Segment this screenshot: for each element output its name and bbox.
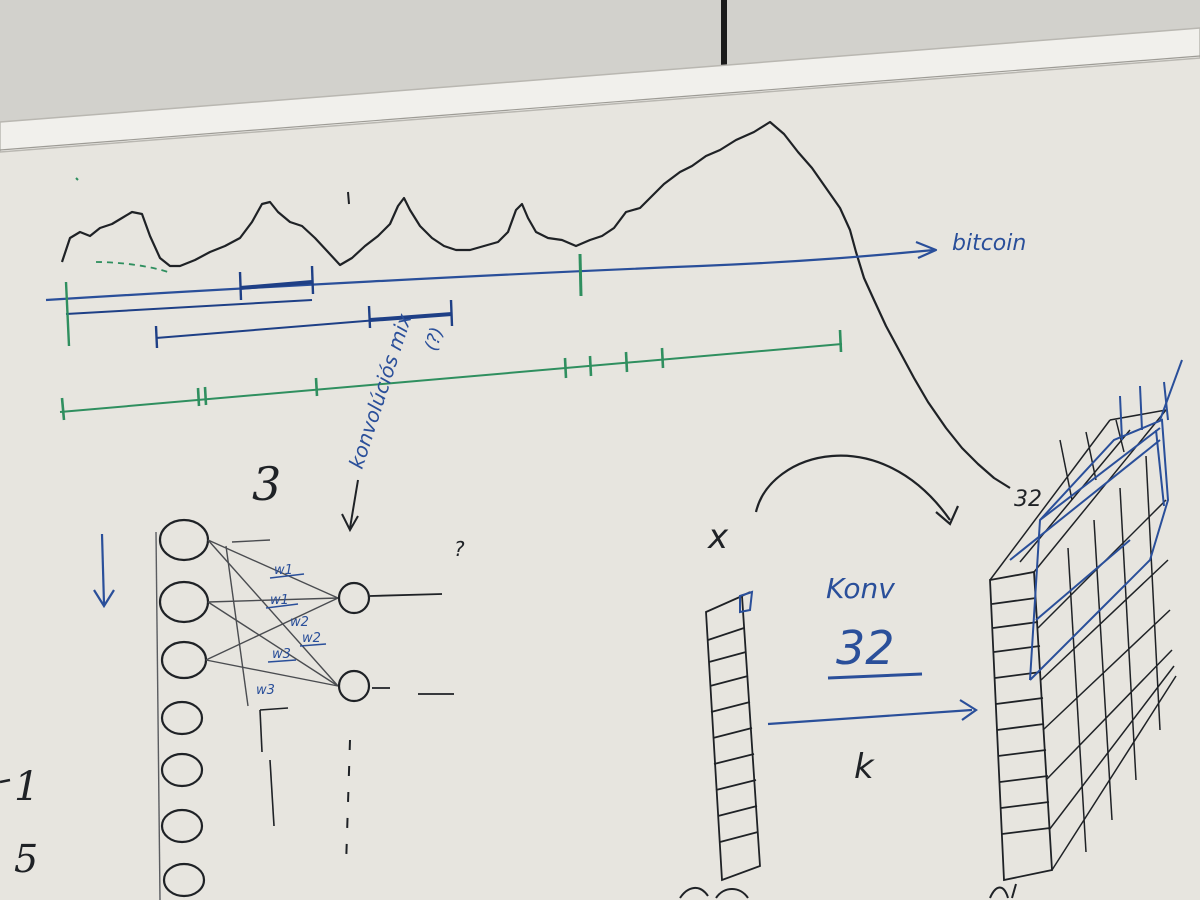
series-label-bitcoin: bitcoin [952,231,1026,256]
hidden-output-line-1 [369,593,443,597]
axis-tick-green [578,253,583,297]
window-line-1-highlight [239,280,313,290]
input-vector [705,591,761,882]
kernel-symbol: k [854,747,875,787]
note-arrow-shaft [349,479,359,529]
dashed-start-mark [95,261,169,273]
note-arrow-head [341,513,359,533]
window-line-1-tick-b [310,265,315,295]
question-mark: ? [454,537,465,561]
conv-arrow-head [959,699,978,721]
bracket-lower [269,759,275,827]
input-column-left-edge [155,531,161,900]
hidden-neuron-1 [337,581,371,615]
weight-label: w2 [302,631,321,646]
stray-mark [347,191,350,205]
output-grid-blue-overlay [1009,359,1183,681]
symbol-x: x [707,517,729,557]
window-line-2-highlight [369,312,453,322]
input-neuron-5 [160,752,204,788]
green-timeline-ticks [60,329,843,421]
hidden-neurons [337,581,371,703]
weight-labels: w1 w1 w2 w2 w3 w3 [256,563,321,698]
grid-count-label: 32 [1014,487,1042,512]
output-grid-side [1033,409,1177,871]
whiteboard-surface [0,55,1200,900]
price-axis-arrowhead [915,240,938,260]
dotted-continuation [345,739,351,867]
window-line-1 [65,299,313,315]
filters-count: 32 [836,621,895,675]
stray-mark-green [75,177,79,181]
left-digit-five: 5 [14,837,38,881]
curved-arrow-head [935,505,960,526]
whiteboard-frame [0,27,1200,153]
window-line-1-start-green [64,281,71,347]
conv-arrow-shaft [767,708,973,726]
input-neuron-7 [162,862,206,898]
weight-label: w1 [270,593,289,608]
input-vector-top-blue [739,590,754,614]
filters-count-underline [827,672,923,680]
green-timeline [59,343,843,413]
left-dash [0,778,11,784]
numeral-three: 3 [252,457,281,511]
window-line-2-tick-start [154,325,159,349]
bitcoin-price-line [60,120,1011,489]
weight-label: w2 [290,615,309,630]
window-line-1-tick-a [238,271,243,301]
down-arrow-head [93,589,115,609]
weight-label: w3 [256,683,275,698]
hidden-neuron-2 [337,669,371,703]
price-axis-line [45,248,935,302]
weight-label: w1 [274,563,293,578]
bracket-top [259,707,289,711]
input-neuron-6 [160,808,204,844]
window-line-2-tick-mid [367,305,372,329]
bracket-vertical [259,709,263,753]
bottom-scribble-1 [679,887,749,899]
curved-arrow [754,454,951,521]
network-connections [205,539,339,707]
weight-label: w3 [272,647,291,662]
down-arrow-shaft [100,533,106,605]
bottom-scribble-2 [989,883,1017,899]
window-line-2-tick-end [449,299,454,327]
whiteboard-rail-edge [0,55,1200,151]
input-neuron-4 [160,700,204,736]
weight-underlines [265,573,327,663]
left-digit-one: 1 [14,764,39,810]
filters-word: Konv [826,572,895,605]
